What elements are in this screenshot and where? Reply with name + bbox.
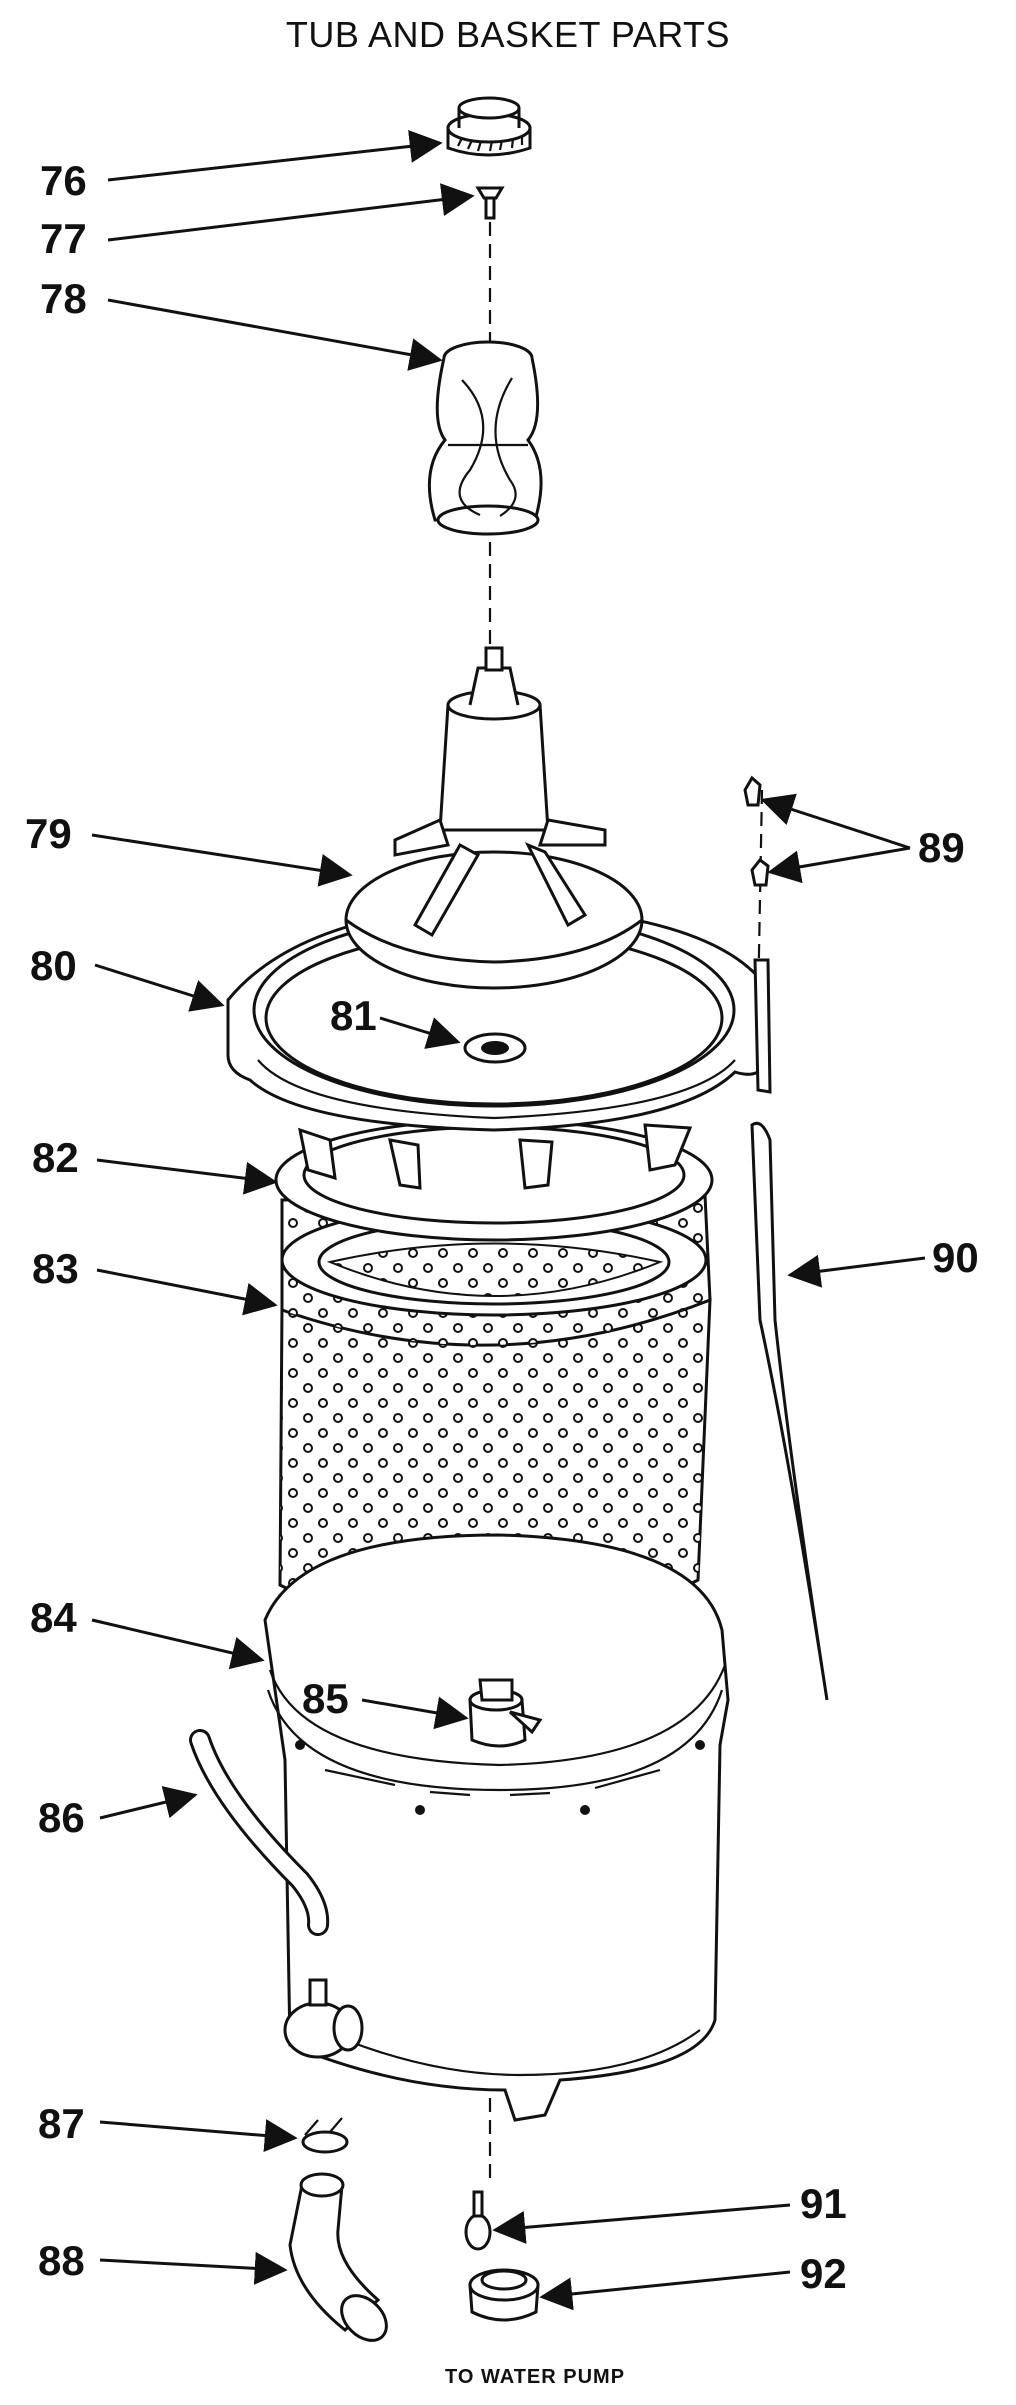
part-87-clamp — [301, 2117, 349, 2154]
callout-86: 86 — [38, 1794, 85, 1841]
part-91-screw — [464, 2190, 492, 2251]
callout-78: 78 — [40, 275, 87, 322]
part-90-strap — [750, 958, 829, 1701]
callout-77: 77 — [40, 215, 87, 262]
part-84-outer-tub — [263, 1533, 730, 2122]
part-88-elbow-hose — [288, 2172, 388, 2342]
callout-83: 83 — [32, 1245, 79, 1292]
part-86-hose — [189, 1729, 330, 1936]
diagram-title: TUB AND BASKET PARTS — [285, 14, 731, 55]
callout-89: 89 — [918, 824, 965, 871]
callout-labels: 76 77 78 79 80 81 82 83 84 85 86 87 88 8… — [25, 157, 979, 2388]
callout-76: 76 — [40, 157, 87, 204]
part-80-tub-cover — [226, 903, 770, 1132]
callout-92: 92 — [800, 2250, 847, 2297]
part-77-screw — [475, 186, 505, 220]
part-92-foot — [468, 2268, 540, 2322]
callout-81: 81 — [330, 992, 377, 1039]
callout-87: 87 — [38, 2100, 85, 2147]
tub-drain-fitting — [283, 1978, 364, 2059]
part-89-clips — [743, 775, 770, 887]
part-82-ring — [274, 1118, 714, 1242]
water-pump-note: TO WATER PUMP — [445, 2366, 625, 2388]
callout-79: 79 — [25, 810, 72, 857]
callout-84: 84 — [30, 1594, 77, 1641]
callout-88: 88 — [38, 2237, 85, 2284]
leader-lines — [91, 129, 926, 2311]
callout-91: 91 — [800, 2180, 847, 2227]
part-76-cap — [446, 96, 532, 157]
callout-85: 85 — [302, 1675, 349, 1722]
callout-90: 90 — [932, 1234, 979, 1281]
part-85-coupling — [468, 1678, 543, 1748]
part-81-nut — [463, 1032, 527, 1064]
callout-82: 82 — [32, 1134, 79, 1181]
part-78-auger — [427, 340, 543, 536]
callout-80: 80 — [30, 942, 77, 989]
part-79-agitator — [344, 646, 644, 990]
